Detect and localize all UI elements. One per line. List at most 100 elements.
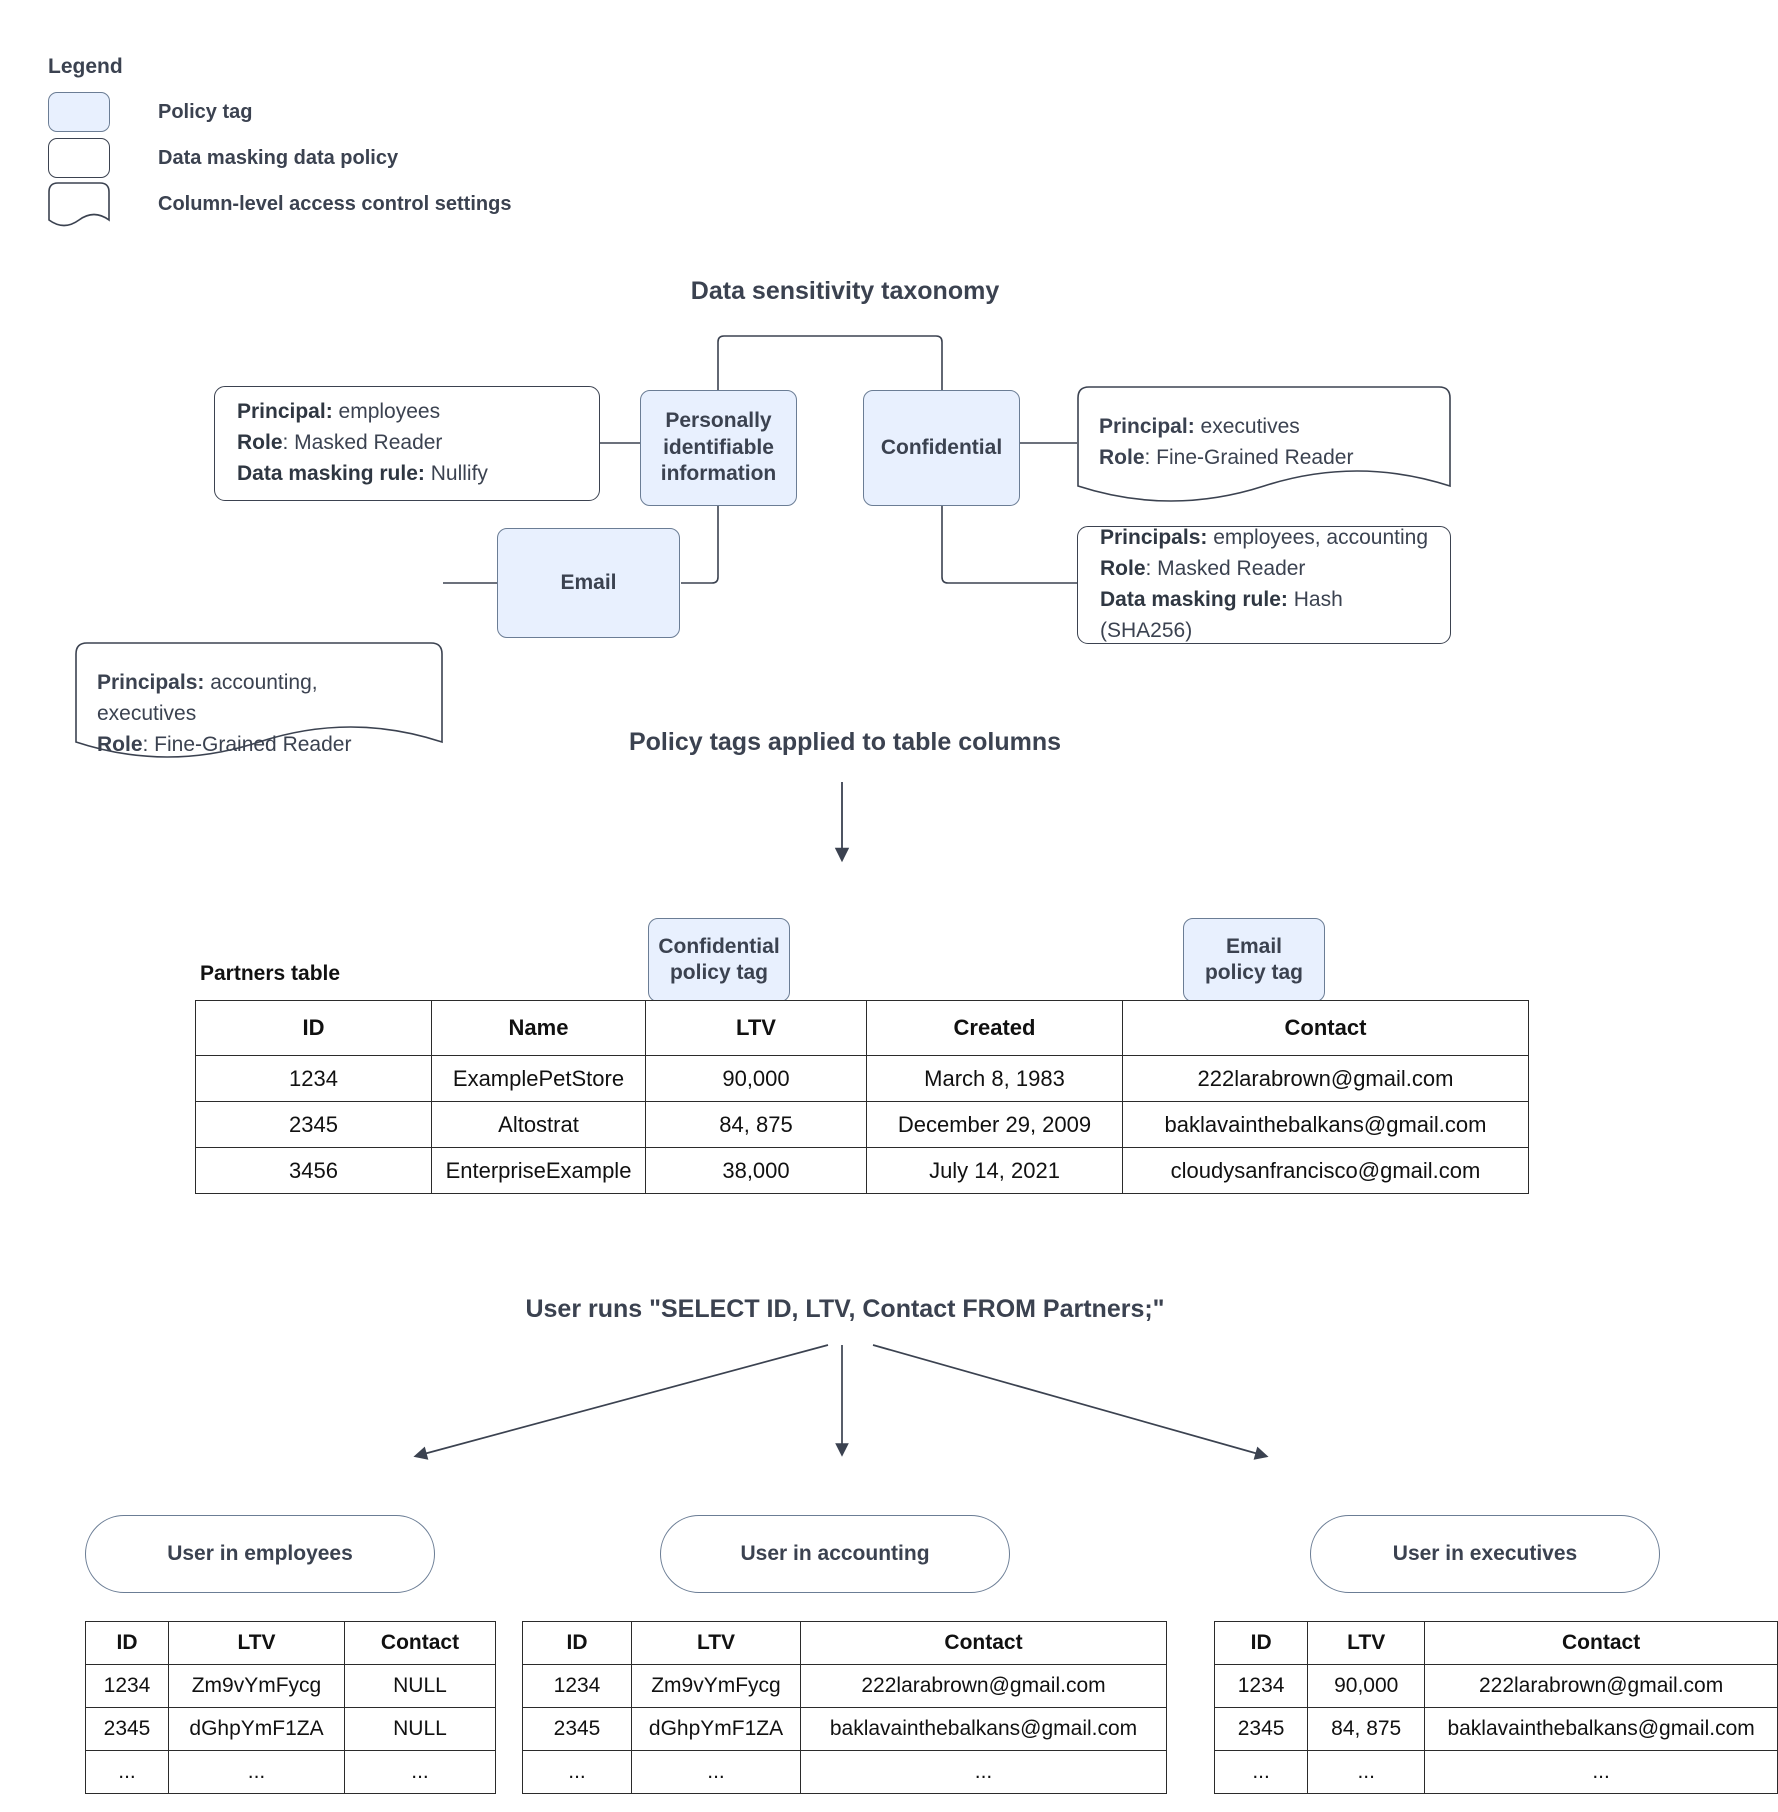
policy-principal-key: Principal: xyxy=(1099,415,1195,438)
policy-rule-key: Data masking rule: xyxy=(237,461,425,485)
table-cell: ExamplePetStore xyxy=(431,1055,646,1102)
table-cell: dGhpYmF1ZA xyxy=(168,1707,345,1751)
policy-role-key: Role xyxy=(97,732,143,756)
column-header-ltv: LTV xyxy=(168,1621,345,1665)
policy-tag-email[interactable]: Email xyxy=(497,528,680,638)
table-cell: July 14, 2021 xyxy=(866,1147,1123,1194)
result-group-ellipse[interactable]: User in accounting xyxy=(660,1515,1010,1593)
table-cell: December 29, 2009 xyxy=(866,1101,1123,1148)
table-cell: ... xyxy=(1424,1750,1778,1794)
policy-principal-key: Principals: xyxy=(1100,526,1208,550)
table-cell: 90,000 xyxy=(1307,1664,1426,1708)
table-cell: Zm9vYmFycg xyxy=(168,1664,345,1708)
policy-rule-value: Hash (SHA256) xyxy=(1100,588,1343,642)
table-cell: EnterpriseExample xyxy=(431,1147,646,1194)
table-cell: 38,000 xyxy=(645,1147,867,1194)
table-cell: 2345 xyxy=(195,1101,432,1148)
policy-principal-value: executives xyxy=(1194,415,1300,438)
table-cell: 1234 xyxy=(85,1664,169,1708)
table-cell: Zm9vYmFycg xyxy=(631,1664,801,1708)
column-policy-tag-email[interactable]: Email policy tag xyxy=(1183,918,1325,1002)
column-header-name: Name xyxy=(431,1000,646,1056)
table-cell: baklavainthebalkans@gmail.com xyxy=(1424,1707,1778,1751)
table-cell: baklavainthebalkans@gmail.com xyxy=(800,1707,1167,1751)
policy-role-key: Role xyxy=(1099,445,1145,469)
policy-principal-key: Principal: xyxy=(237,400,333,424)
result-group-label: User in employees xyxy=(167,1542,353,1565)
table-cell: 90,000 xyxy=(645,1055,867,1102)
column-header-id: ID xyxy=(1213,1621,1309,1665)
legend-item-label: Policy tag xyxy=(158,100,253,123)
table-cell: 1234 xyxy=(1213,1664,1309,1708)
table-cell: 84, 875 xyxy=(1307,1707,1426,1751)
policy-rule-value: Nullify xyxy=(424,461,488,485)
confidential-data-masking-policy-box: Principals: employees, accounting Role: … xyxy=(1077,526,1451,644)
table-cell: 2345 xyxy=(1213,1707,1309,1751)
legend-item-label: Column-level access control settings xyxy=(158,192,512,215)
data-masking-swatch-icon xyxy=(48,138,110,178)
legend-item-label: Data masking data policy xyxy=(158,146,399,169)
table-cell: 1234 xyxy=(195,1055,432,1102)
column-access-swatch-icon xyxy=(48,182,110,227)
table-row: ......... xyxy=(1213,1750,1778,1794)
legend-item-data-masking: Data masking data policy xyxy=(48,135,511,181)
column-header-contact: Contact xyxy=(344,1621,496,1665)
taxonomy-heading: Data sensitivity taxonomy xyxy=(690,277,1000,305)
email-access-control-box: Principals: accounting, executives Role:… xyxy=(75,642,443,760)
policy-role-value: : Fine-Grained Reader xyxy=(142,732,352,756)
result-group-ellipse[interactable]: User in executives xyxy=(1310,1515,1660,1593)
column-header-created: Created xyxy=(866,1000,1123,1056)
policy-role-value: : Fine-Grained Reader xyxy=(1144,445,1354,469)
table-cell: 2345 xyxy=(85,1707,169,1751)
table-cell: ... xyxy=(631,1750,801,1794)
table-cell: 2345 xyxy=(522,1707,632,1751)
column-header-id: ID xyxy=(195,1000,432,1056)
legend-item-column-access: Column-level access control settings xyxy=(48,181,511,227)
table-cell: 3456 xyxy=(195,1147,432,1194)
policy-role-value: : Masked Reader xyxy=(1145,557,1306,581)
column-header-ltv: LTV xyxy=(1307,1621,1426,1665)
policy-tag-label: Personally identifiable information xyxy=(660,409,777,486)
column-header-ltv: LTV xyxy=(631,1621,801,1665)
policy-role-key: Role xyxy=(237,431,283,455)
policy-tag-swatch-icon xyxy=(48,92,110,132)
policy-tag-line-1: Confidential xyxy=(658,934,780,958)
column-header-contact: Contact xyxy=(1122,1000,1529,1056)
column-policy-tag-confidential[interactable]: Confidential policy tag xyxy=(648,918,790,1002)
legend-item-policy-tag: Policy tag xyxy=(48,89,511,135)
policy-tag-confidential[interactable]: Confidential xyxy=(863,390,1020,506)
result-group-label: User in executives xyxy=(1392,1542,1578,1565)
legend-title: Legend xyxy=(48,55,123,78)
column-header-contact: Contact xyxy=(800,1621,1167,1665)
table-cell: 1234 xyxy=(522,1664,632,1708)
policy-role-key: Role xyxy=(1100,557,1146,581)
policy-tag-pii[interactable]: Personally identifiable information xyxy=(640,390,797,506)
table-cell: ... xyxy=(85,1750,169,1794)
table-cell: 84, 875 xyxy=(645,1101,867,1148)
policy-tag-line-2: policy tag xyxy=(669,961,769,984)
column-header-ltv: LTV xyxy=(645,1000,867,1056)
table-cell: Altostrat xyxy=(431,1101,646,1148)
table-cell: dGhpYmF1ZA xyxy=(631,1707,801,1751)
table-cell: cloudysanfrancisco@gmail.com xyxy=(1122,1147,1529,1194)
policy-principal-value: employees xyxy=(332,400,441,424)
result-group-ellipse[interactable]: User in employees xyxy=(85,1515,435,1593)
table-cell: ... xyxy=(1307,1750,1426,1794)
table-cell: ... xyxy=(1213,1750,1309,1794)
